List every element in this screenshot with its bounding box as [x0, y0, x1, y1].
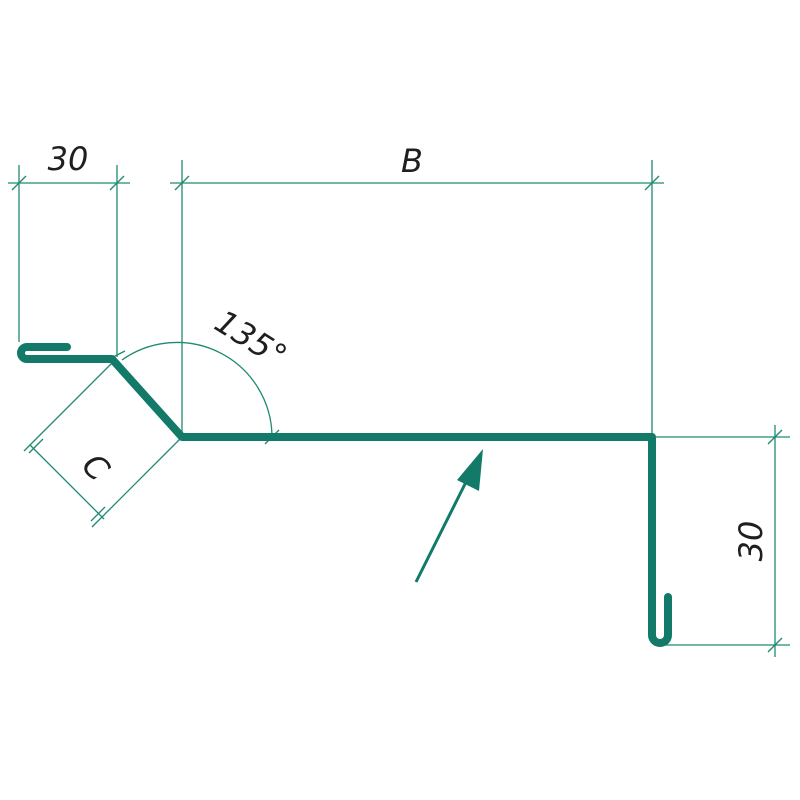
tick-mark	[90, 506, 106, 522]
dimension-main-width: B	[170, 142, 664, 437]
tick-mark	[174, 175, 190, 191]
surface-arrow	[414, 449, 483, 583]
tick-mark	[112, 350, 126, 358]
right-flange-height-label: 30	[732, 521, 770, 562]
dimension-angle: 135°	[112, 302, 294, 445]
angle-label: 135°	[208, 302, 294, 375]
dimension-right-flange: 30	[656, 425, 790, 657]
angle-arc	[121, 341, 273, 438]
dimension-slope: C	[23, 361, 183, 528]
tick-mark	[11, 175, 27, 191]
slope-length-label: C	[74, 446, 117, 489]
dimension-left-flange: 30	[8, 140, 130, 357]
tick-mark	[644, 175, 660, 191]
arrow-shaft	[414, 469, 474, 583]
tick-mark	[109, 175, 125, 191]
extension-line-c-top	[23, 361, 114, 452]
arrow-head	[457, 449, 483, 491]
tick-mark	[767, 637, 783, 653]
tick-mark	[767, 429, 783, 445]
tick-mark	[28, 438, 44, 454]
extension-line-c-bottom	[91, 436, 183, 528]
left-flange-width-label: 30	[48, 140, 89, 178]
dimension-line-c	[29, 444, 105, 520]
main-width-label: B	[401, 142, 423, 180]
sheet-metal-profile	[17, 343, 672, 647]
